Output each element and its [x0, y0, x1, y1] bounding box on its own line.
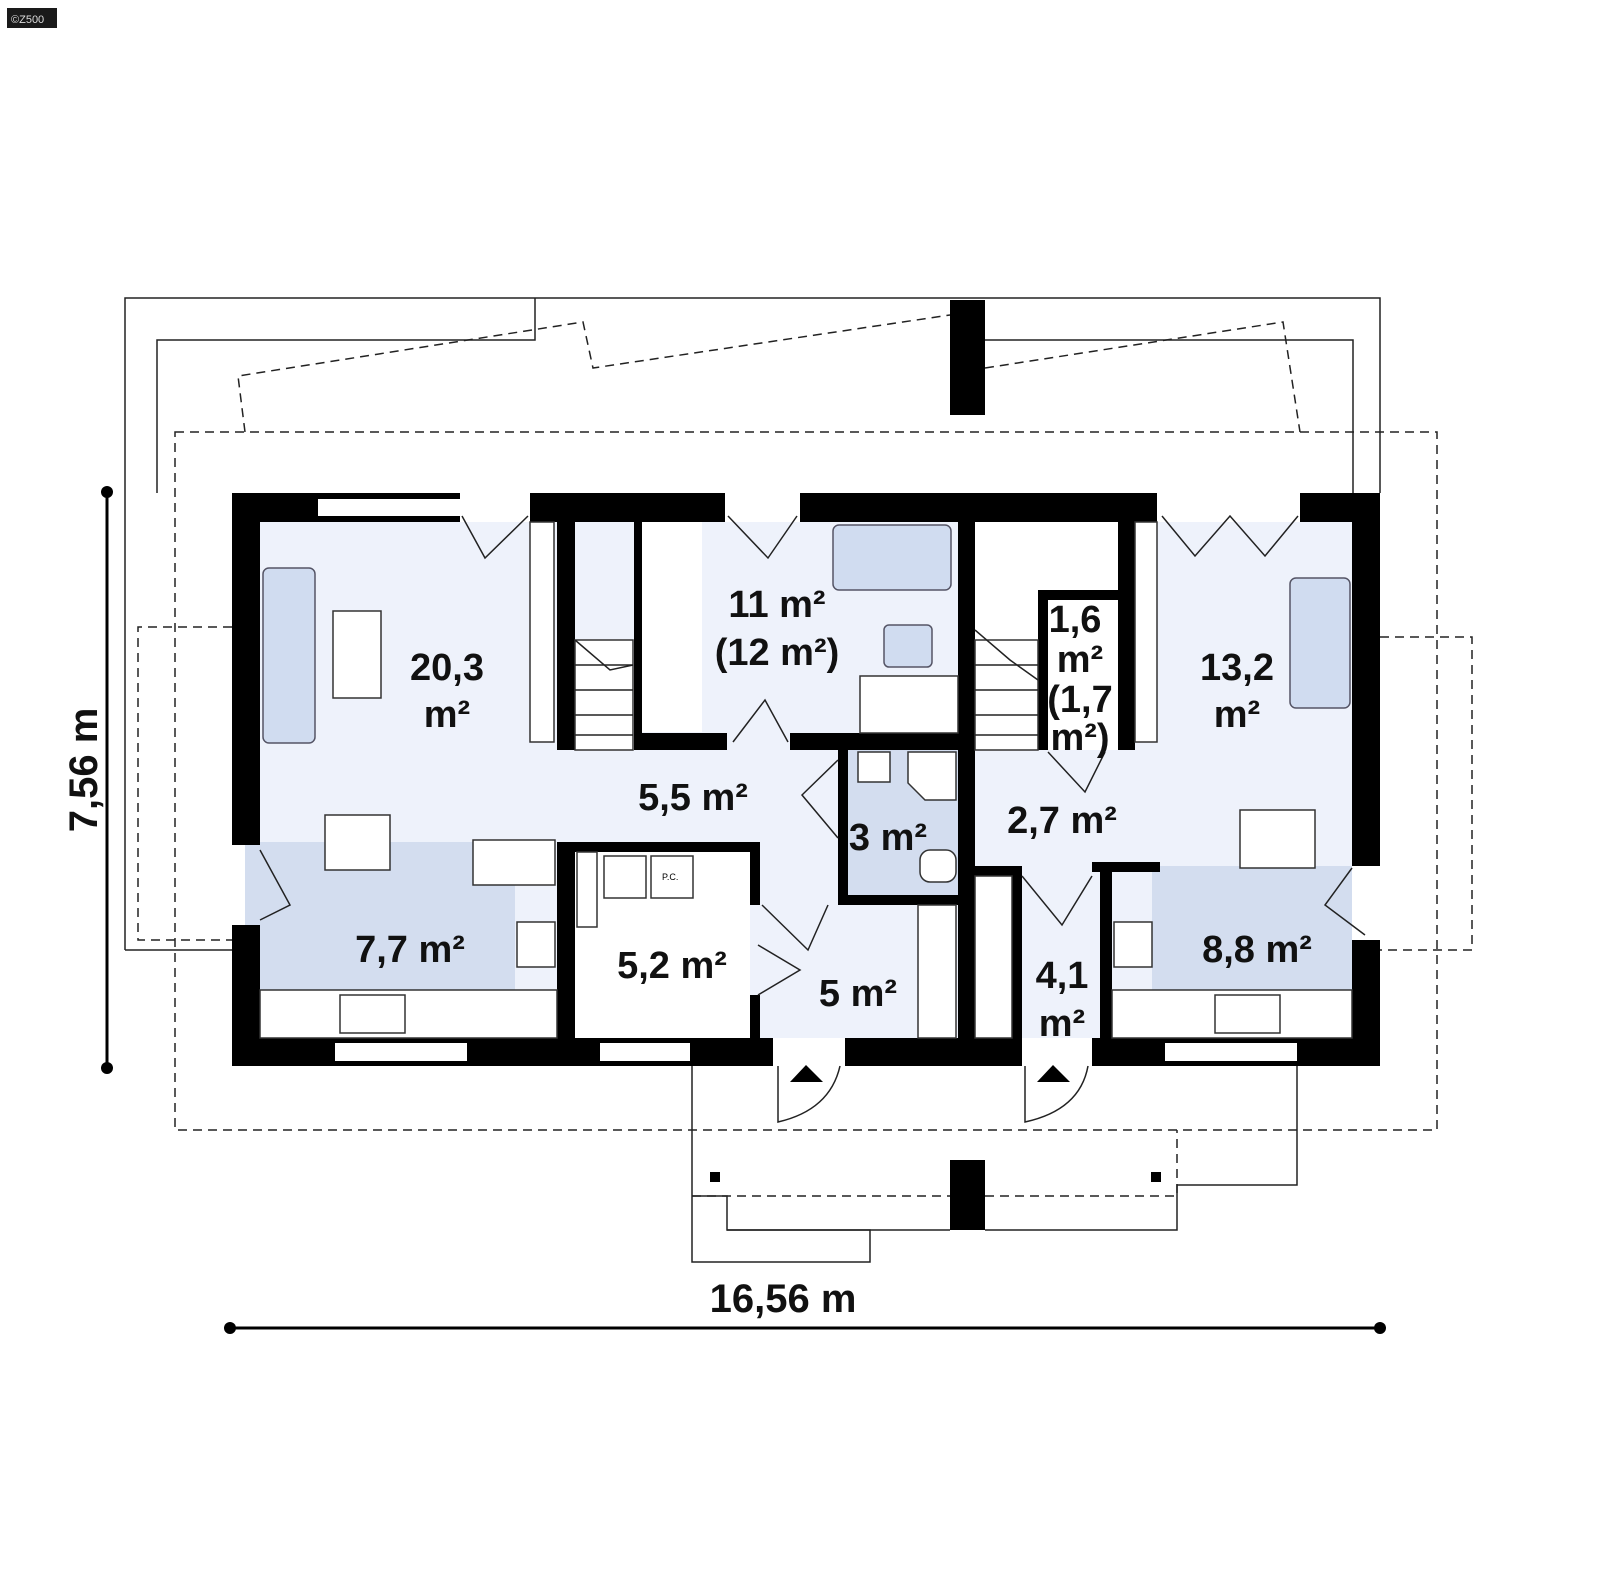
stove: [576, 851, 598, 928]
room-area-label: 4,1: [1036, 955, 1089, 997]
sink: [339, 994, 406, 1034]
washing-machine: [603, 855, 647, 899]
furniture: P.C.: [259, 521, 1353, 1039]
shower: [907, 751, 957, 801]
cooktop: [516, 921, 556, 968]
room-area-label: 8,8 m²: [1202, 929, 1312, 971]
wardrobe: [1134, 521, 1158, 743]
room-area-label: m²): [1050, 717, 1109, 759]
desk: [859, 675, 959, 734]
roof-outline: [124, 297, 1381, 1263]
height-dimension-label: 7,56 m: [62, 708, 106, 833]
sink: [1214, 994, 1281, 1034]
svg-text:©Z500: ©Z500: [11, 14, 44, 26]
room-area-label: 5,2 m²: [617, 945, 727, 987]
room-area-label: 5,5 m²: [638, 777, 748, 819]
room-area-label: m²: [1214, 694, 1260, 736]
boiler-label: P.C.: [662, 872, 678, 882]
boiler: [650, 855, 694, 899]
room-area-label: m²: [424, 694, 470, 736]
room-labels: 20,3 m² 11 m² (12 m²) 1,6 m² (1,7 m²) 13…: [355, 584, 1312, 1045]
stairs: [574, 629, 1039, 751]
washbasin: [857, 751, 891, 783]
dimension-width: 16,56 m: [224, 1277, 1386, 1334]
room-area-label: (1,7: [1047, 679, 1112, 721]
room-area-label: 5 m²: [819, 973, 897, 1015]
room-area-label: 1,6: [1049, 599, 1102, 641]
fireplace: [472, 839, 556, 886]
doors: [259, 514, 1366, 1123]
room-area-label: m²: [1039, 1003, 1085, 1045]
walls: [232, 300, 1380, 1230]
dining-table: [324, 814, 391, 871]
overhang-dashed: [137, 314, 1473, 1197]
entrance-arrows: [710, 1065, 1161, 1182]
width-dimension-label: 16,56 m: [710, 1277, 857, 1321]
watermark-logo: ©Z500: [7, 8, 57, 28]
toilet: [919, 849, 957, 883]
kitchen-counter: [259, 989, 558, 1039]
dining-table: [1239, 809, 1316, 869]
room-area-label: (12 m²): [715, 632, 840, 674]
room-area-label: 3 m²: [849, 817, 927, 859]
armchair: [883, 624, 933, 668]
cooktop: [1113, 921, 1153, 968]
wardrobe: [529, 521, 555, 743]
room-area-label: m²: [1057, 639, 1103, 681]
room-area-label: 2,7 m²: [1007, 800, 1117, 842]
room-area-label: 11 m²: [728, 584, 825, 626]
room-area-label: 13,2: [1200, 647, 1274, 689]
dimension-height: 7,56 m: [62, 486, 113, 1074]
wardrobe: [974, 875, 1013, 1039]
coffee-table: [332, 610, 382, 699]
wardrobe: [917, 904, 957, 1039]
sofa: [832, 524, 952, 591]
room-fills: [245, 522, 1352, 1038]
sofa: [1289, 577, 1351, 709]
sofa: [262, 567, 316, 744]
room-area-label: 20,3: [410, 647, 484, 689]
room-area-label: 7,7 m²: [355, 929, 465, 971]
